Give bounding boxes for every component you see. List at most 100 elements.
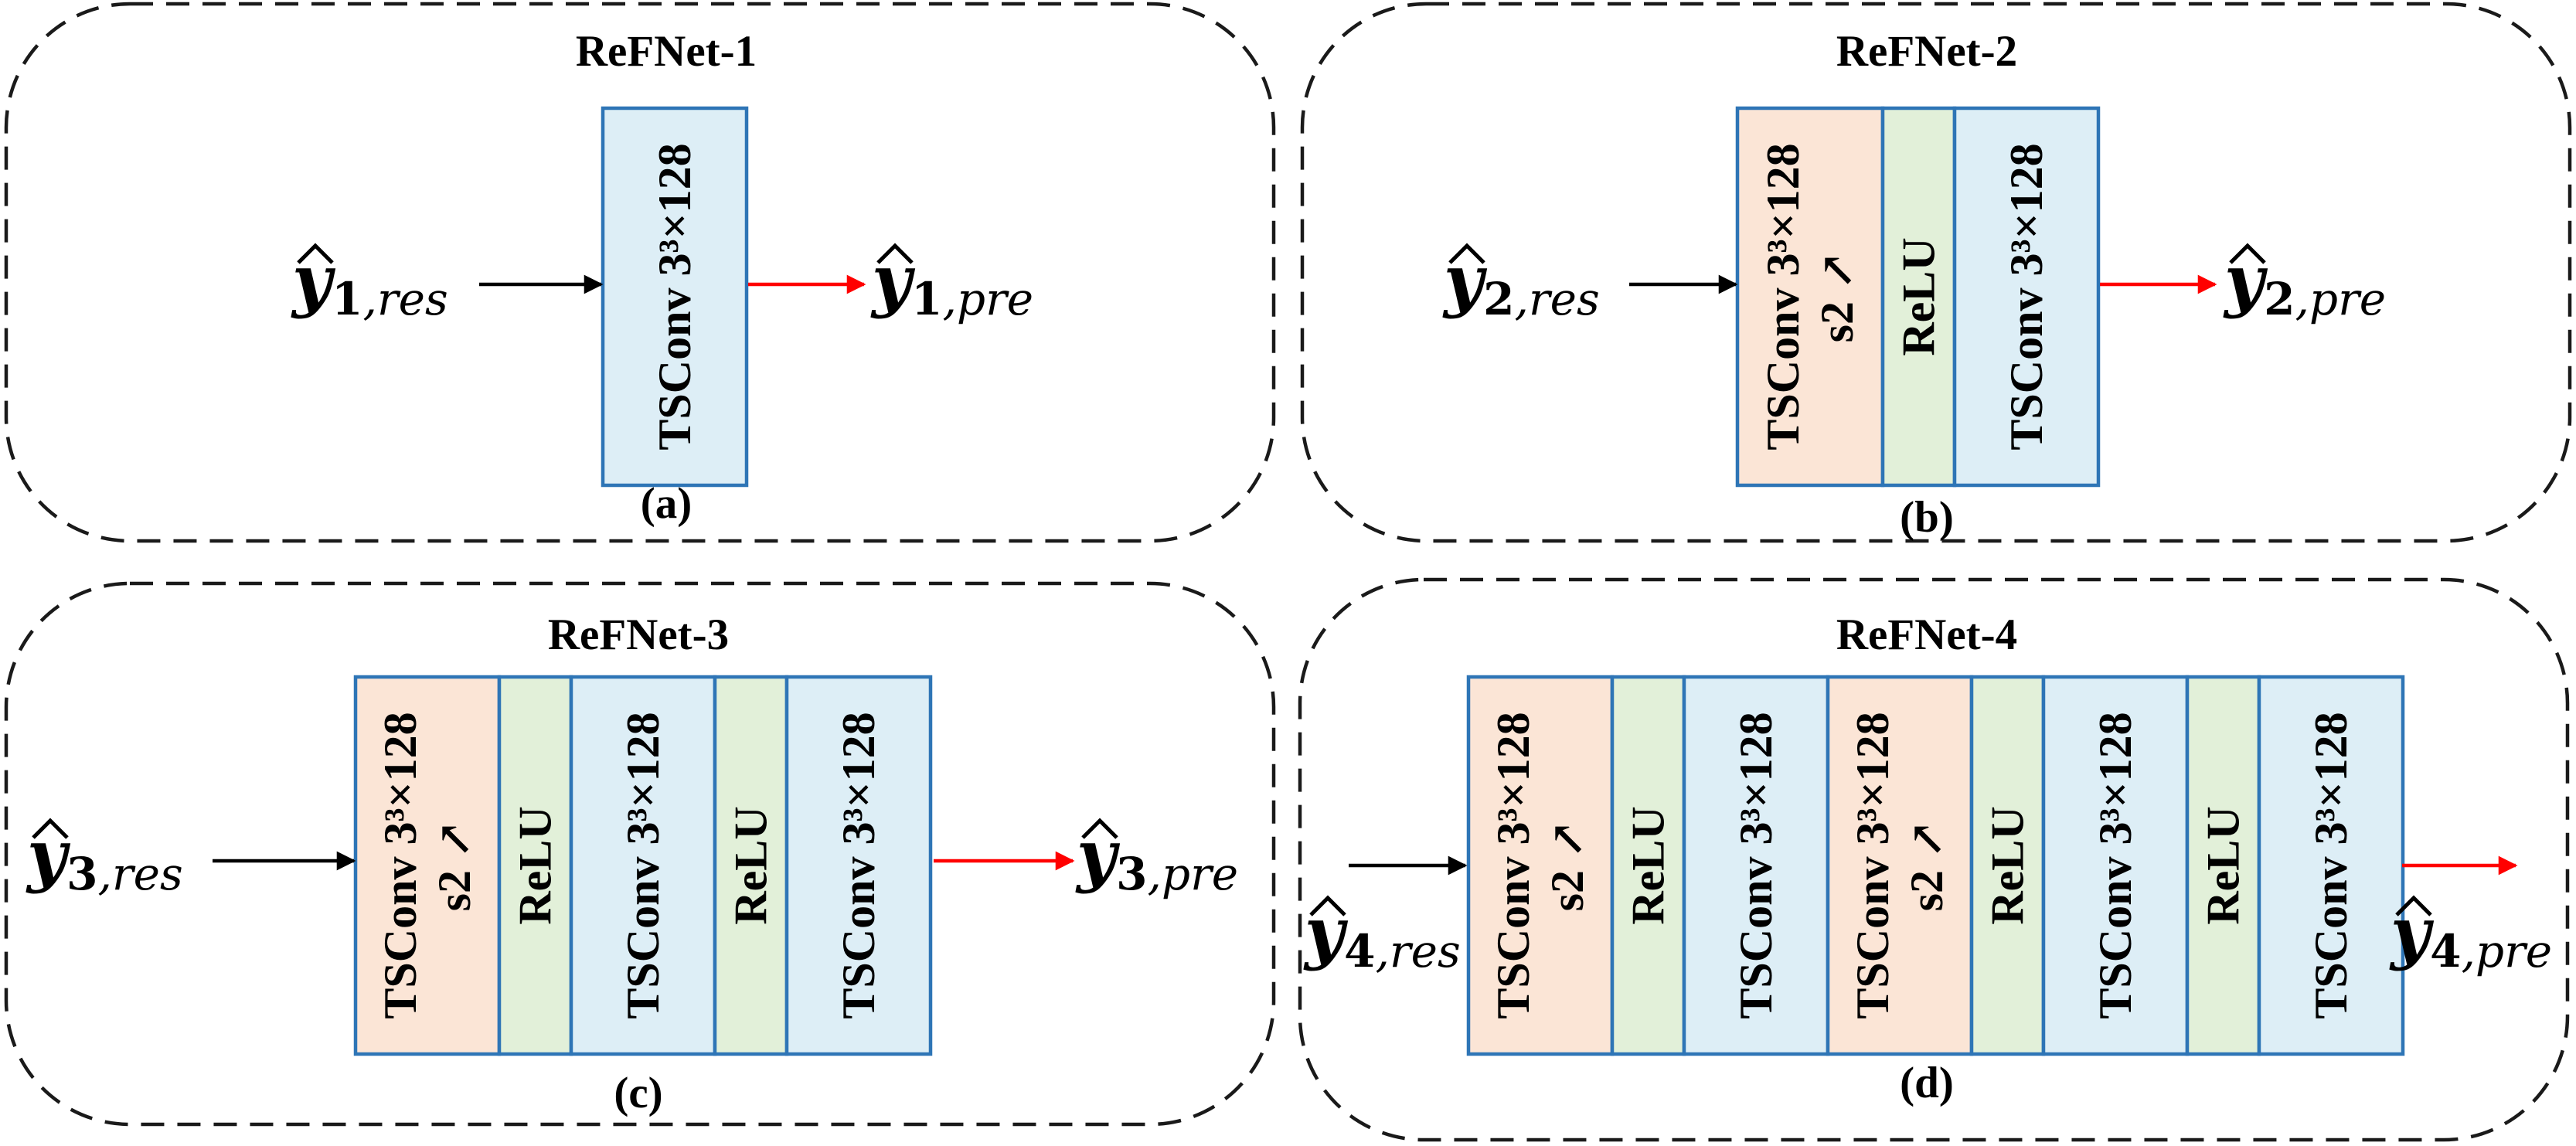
input-variable: y3,res [26, 814, 183, 900]
input-variable-subscript: ,res [98, 848, 183, 900]
layer-label: ReLU [726, 806, 777, 924]
layer-label: TSConv 3³×128 [618, 712, 669, 1018]
output-variable-index: 2 [2264, 273, 2295, 325]
layer-block-rect [1969, 675, 2046, 1056]
layer-block-conv: TSConv 3³×128 [2041, 675, 2190, 1056]
layer-block-rect [497, 675, 573, 1056]
layer-label: TSConv 3³×128 [833, 712, 884, 1018]
input-variable-index: 4 [1344, 925, 1375, 978]
output-variable-symbol: y [2223, 240, 2268, 320]
layer-label: s2 ↗ [1542, 820, 1593, 912]
input-variable-index: 2 [1483, 273, 1514, 325]
svg-text:y1,res: y1,res [291, 240, 448, 325]
output-variable-symbol: y [870, 240, 916, 320]
layer-label: ReLU [1894, 237, 1945, 355]
layer-label: s2 ↗ [429, 820, 480, 912]
layer-label: ReLU [1623, 806, 1674, 924]
panel-title: ReFNet-3 [548, 610, 729, 659]
input-variable-subscript: ,res [363, 273, 448, 325]
svg-text:y1,pre: y1,pre [870, 240, 1033, 325]
input-variable-symbol: y [1303, 892, 1349, 972]
output-variable-subscript: ,pre [1148, 848, 1239, 900]
input-variable-hat-accent [1309, 895, 1346, 916]
layer-label: s2 ↗ [1812, 251, 1863, 343]
svg-text:y4,pre: y4,pre [2389, 892, 2552, 978]
layer-block-conv: TSConv 3³×128 [601, 106, 749, 488]
layer-block-rect [713, 675, 789, 1056]
layer-block-rect [1466, 675, 1615, 1056]
layer-block-relu: ReLU [1880, 106, 1957, 488]
layer-label: TSConv 3³×128 [1847, 712, 1898, 1018]
output-variable-symbol: y [2389, 892, 2435, 972]
layer-block-rect [2041, 675, 2190, 1056]
layer-label: ReLU [510, 806, 561, 924]
output-variable-hat-accent [2395, 895, 2432, 916]
output-variable: y3,pre [1075, 814, 1238, 900]
input-variable-hat-accent [297, 243, 334, 264]
input-variable-index: 3 [66, 848, 97, 900]
layer-label: TSConv 3³×128 [375, 712, 426, 1018]
layer-block-rect [1735, 106, 1885, 488]
layer-label: s2 ↗ [1901, 820, 1952, 912]
input-variable-symbol: y [26, 814, 71, 895]
layer-block-conv: TSConv 3³×128 [1952, 106, 2101, 488]
output-variable-index: 3 [1116, 848, 1147, 900]
output-variable-hat-accent [876, 243, 914, 264]
svg-text:y4,res: y4,res [1303, 892, 1461, 978]
panel-frame [4, 2, 1276, 543]
layer-label: TSConv 3³×128 [2090, 712, 2141, 1018]
layer-block-relu: ReLU [713, 675, 789, 1056]
input-variable-subscript: ,res [1376, 925, 1461, 978]
layer-block-conv: TSConv 3³×128 [2257, 675, 2405, 1056]
layer-label: TSConv 3³×128 [2001, 143, 2052, 450]
layer-block-rect [1952, 106, 2101, 488]
output-variable-symbol: y [1075, 814, 1121, 895]
layer-block-relu: ReLU [1969, 675, 2046, 1056]
layer-block-conv: TSConv 3³×128 [784, 675, 933, 1056]
panel-title: ReFNet-4 [1836, 610, 2017, 659]
panel-frame [4, 581, 1276, 1127]
input-variable: y2,res [1442, 240, 1600, 325]
output-variable-subscript: ,pre [2295, 273, 2387, 325]
input-variable-symbol: y [291, 240, 336, 320]
layer-label: TSConv 3³×128 [1758, 143, 1809, 450]
output-variable: y1,pre [870, 240, 1033, 325]
panel-title: ReFNet-2 [1836, 27, 2017, 76]
input-variable: y1,res [291, 240, 448, 325]
input-variable-hat-accent [1448, 243, 1485, 264]
svg-text:y2,res: y2,res [1442, 240, 1600, 325]
panel-caption: (b) [1900, 493, 1954, 542]
layer-label: TSConv 3³×128 [2305, 712, 2357, 1018]
output-variable-index: 4 [2430, 925, 2461, 978]
input-variable: y4,res [1303, 892, 1461, 978]
layer-label: ReLU [2198, 806, 2249, 924]
svg-text:y3,res: y3,res [26, 814, 183, 900]
layer-label: TSConv 3³×128 [649, 143, 700, 450]
input-variable-hat-accent [32, 818, 69, 839]
panel-caption: (c) [614, 1069, 662, 1117]
output-variable-hat-accent [2229, 243, 2266, 264]
output-variable-index: 1 [911, 273, 942, 325]
layer-block-relu: ReLU [497, 675, 573, 1056]
layer-block-rect [569, 675, 717, 1056]
layer-block-conv: TSConv 3³×128 [1682, 675, 1830, 1056]
layer-block-relu: ReLU [1610, 675, 1686, 1056]
output-variable-hat-accent [1081, 818, 1118, 839]
svg-text:y2,pre: y2,pre [2223, 240, 2386, 325]
layer-block-rect [1880, 106, 1957, 488]
output-variable: y2,pre [2223, 240, 2386, 325]
output-variable-subscript: ,pre [943, 273, 1034, 325]
panel-frame [1298, 577, 2570, 1142]
layer-block-rect [601, 106, 749, 488]
layer-block-conv: TSConv 3³×128 [569, 675, 717, 1056]
input-variable-index: 1 [332, 273, 362, 325]
input-variable-symbol: y [1442, 240, 1488, 320]
